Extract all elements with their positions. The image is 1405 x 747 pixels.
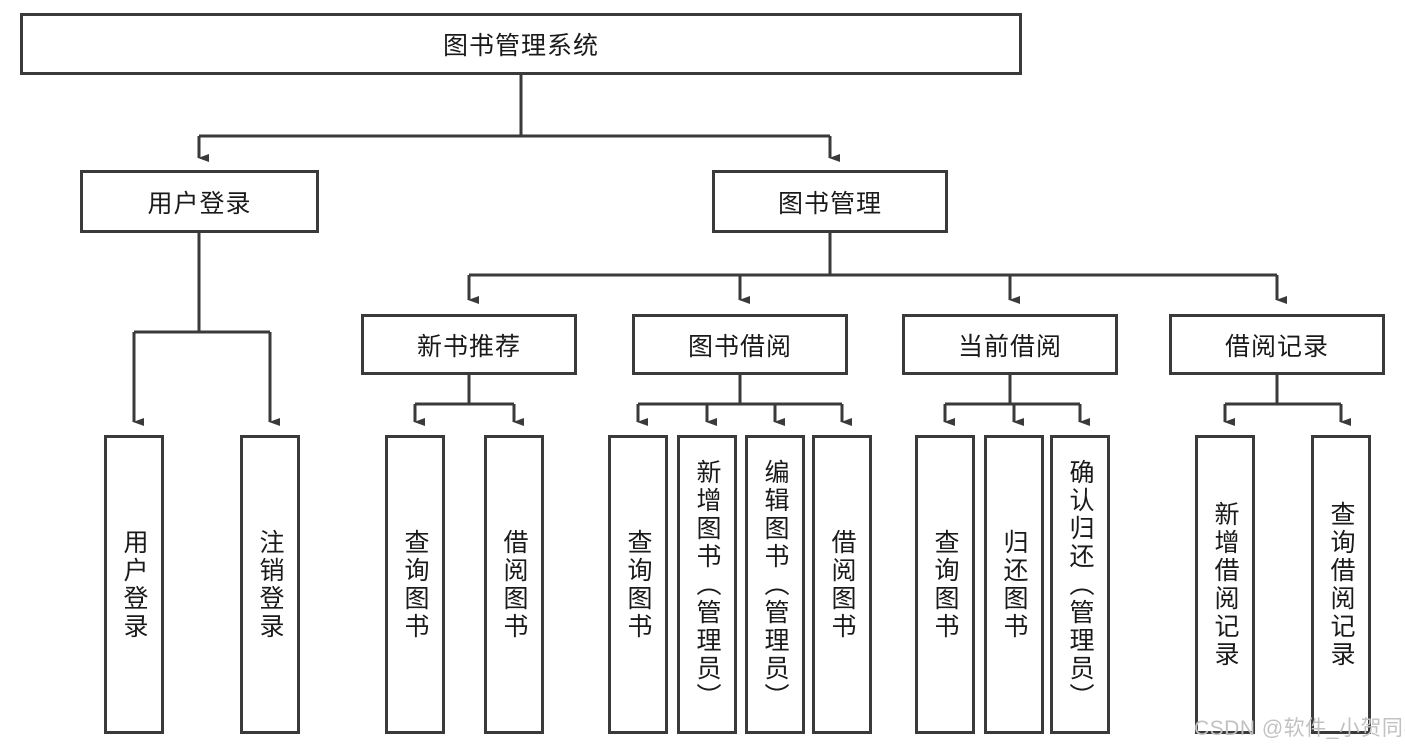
node-book-management[interactable]: 图书管理 [712,170,948,233]
leaf-label: 用户登录 [120,528,148,641]
leaf-current-return-book[interactable]: 归还图书 [984,435,1044,734]
node-new-book-recommend[interactable]: 新书推荐 [361,314,577,375]
leaf-label: 确认归还（管理员） [1066,458,1094,711]
leaf-label: 查询借阅记录 [1327,500,1355,669]
node-book-borrow[interactable]: 图书借阅 [632,314,848,375]
leaf-record-query-record[interactable]: 查询借阅记录 [1311,435,1371,734]
leaf-label: 注销登录 [256,528,284,641]
leaf-borrow-add-book-admin[interactable]: 新增图书（管理员） [677,435,737,734]
node-user-login[interactable]: 用户登录 [80,170,319,233]
leaf-label: 查询图书 [931,528,959,641]
leaf-label: 新增借阅记录 [1211,500,1239,669]
leaf-label: 查询图书 [401,528,429,641]
node-current-borrow[interactable]: 当前借阅 [902,314,1118,375]
leaf-label: 借阅图书 [500,528,528,641]
leaf-record-add-record[interactable]: 新增借阅记录 [1195,435,1255,734]
leaf-label: 新增图书（管理员） [693,458,721,711]
leaf-label: 归还图书 [1000,528,1028,641]
leaf-label: 编辑图书（管理员） [761,458,789,711]
leaf-borrow-edit-book-admin[interactable]: 编辑图书（管理员） [745,435,805,734]
node-borrow-record[interactable]: 借阅记录 [1169,314,1385,375]
csdn-watermark: CSDN @软件_小贺同学 [1194,717,1405,740]
leaf-user-login-signin[interactable]: 用户登录 [104,435,164,734]
leaf-current-query-book[interactable]: 查询图书 [915,435,975,734]
leaf-label: 查询图书 [624,528,652,641]
leaf-label: 借阅图书 [828,528,856,641]
leaf-borrow-query-book[interactable]: 查询图书 [608,435,668,734]
leaf-borrow-borrow-book[interactable]: 借阅图书 [812,435,872,734]
node-root-system[interactable]: 图书管理系统 [20,13,1022,75]
leaf-current-confirm-return-admin[interactable]: 确认归还（管理员） [1050,435,1110,734]
leaf-newbook-query-book[interactable]: 查询图书 [385,435,445,734]
leaf-newbook-borrow-book[interactable]: 借阅图书 [484,435,544,734]
leaf-user-login-signout[interactable]: 注销登录 [240,435,300,734]
